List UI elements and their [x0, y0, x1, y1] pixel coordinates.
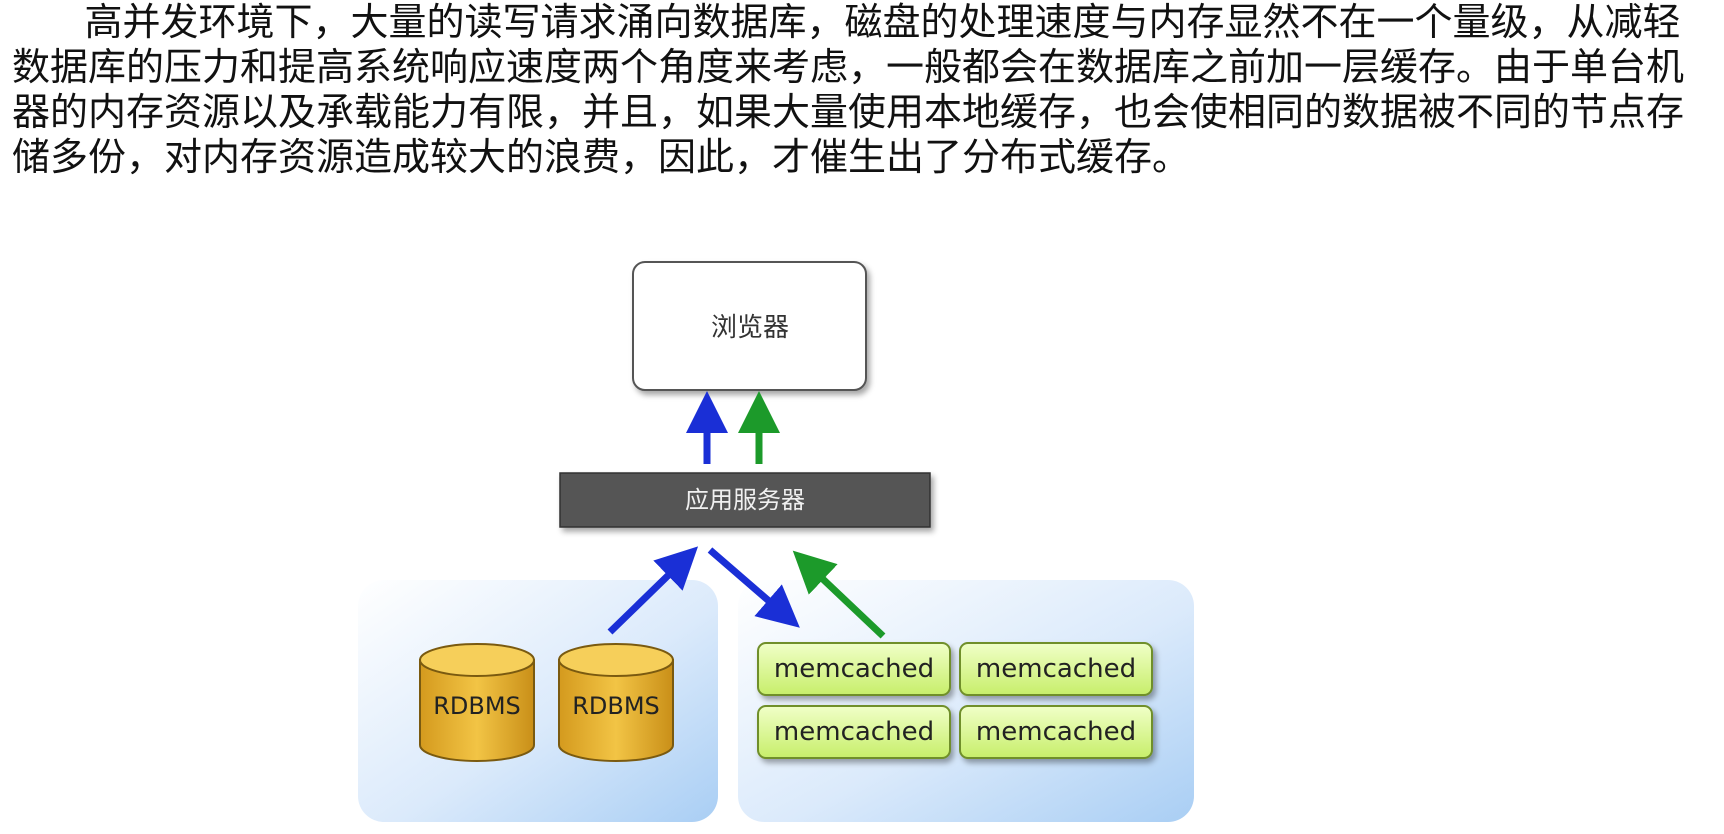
db-to-server-arrow [607, 546, 699, 635]
server-to-cache-arrow [707, 547, 800, 628]
browser-label: 浏览器 [711, 313, 789, 343]
cache-to-server-arrow [792, 550, 886, 639]
database-cylinder: RDBMS [558, 643, 674, 762]
database-label: RDBMS [572, 692, 660, 720]
memcached-label: memcached [774, 717, 934, 747]
database-label: RDBMS [433, 692, 521, 720]
memcached-label: memcached [976, 654, 1136, 684]
memcached-label: memcached [774, 654, 934, 684]
cache-panel [738, 580, 1194, 822]
memcached-node: memcached [757, 642, 951, 696]
memcached-node: memcached [757, 705, 951, 759]
memcached-node: memcached [959, 642, 1153, 696]
intro-paragraph: 高并发环境下，大量的读写请求涌向数据库，磁盘的处理速度与内存显然不在一个量级，从… [12, 0, 1685, 179]
app-server-label: 应用服务器 [685, 486, 805, 514]
browser-node: 浏览器 [632, 261, 867, 391]
database-cylinder: RDBMS [419, 643, 535, 762]
memcached-label: memcached [976, 717, 1136, 747]
app-server-node: 应用服务器 [559, 472, 931, 528]
memcached-node: memcached [959, 705, 1153, 759]
